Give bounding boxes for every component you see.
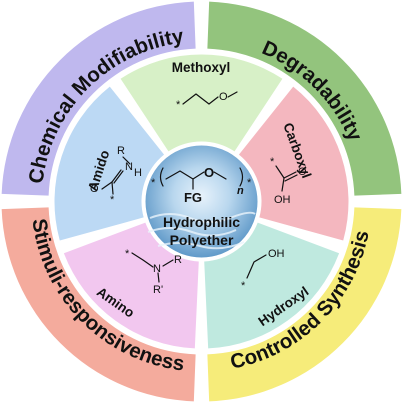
svg-text:*: * [176, 99, 181, 111]
svg-text:OH: OH [274, 194, 291, 206]
center-polyether: * * O FG n Hydrophilic Polyether [143, 143, 260, 260]
water-circle [143, 143, 260, 260]
svg-text:O: O [298, 166, 307, 178]
svg-text:N: N [153, 263, 161, 275]
inner-segment-methoxyl [120, 54, 283, 152]
amino-structure: * N R R' [125, 248, 182, 296]
center-line2: Polyether [170, 232, 234, 248]
inner-segment-amino [63, 222, 199, 349]
svg-text:OH: OH [268, 248, 285, 260]
amido-structure: O * N H R [90, 145, 142, 206]
svg-text:R: R [174, 254, 182, 266]
polymer-repeat-unit: * * O FG n [151, 165, 252, 205]
svg-text:*: * [270, 156, 275, 168]
hydroxyl-structure: * OH [241, 248, 285, 292]
outer-segment-stimuli-responsiveness [1, 207, 196, 402]
methoxyl-structure: * O [176, 91, 238, 111]
svg-text:R: R [117, 145, 125, 157]
svg-text:N: N [125, 161, 133, 173]
outer-segment-chemical-modifiability [1, 1, 196, 196]
center-n: n [237, 185, 244, 197]
wave-lines [147, 211, 256, 250]
inner-ring [54, 54, 349, 349]
inner-segment-carboxyl [238, 86, 349, 241]
carboxyl-structure: * O OH [270, 156, 307, 206]
svg-text:*: * [110, 194, 115, 206]
center-fg: FG [184, 190, 202, 205]
label-methoxyl: Methoxyl [172, 60, 231, 75]
inner-segment-hydroxyl [204, 222, 340, 349]
svg-text:O: O [219, 91, 228, 103]
center-line1: Hydrophilic [163, 214, 240, 230]
svg-text:*: * [241, 280, 246, 292]
outer-segment-degradability [207, 1, 402, 196]
inner-segment-amido [54, 86, 165, 241]
svg-text:H: H [134, 167, 142, 179]
svg-text:*: * [151, 177, 156, 189]
svg-text:O: O [90, 183, 99, 195]
svg-text:R': R' [153, 284, 163, 296]
svg-text:*: * [125, 248, 130, 260]
svg-text:O: O [204, 165, 214, 180]
outer-segment-controlled-synthesis [207, 207, 402, 402]
svg-text:*: * [247, 177, 252, 189]
